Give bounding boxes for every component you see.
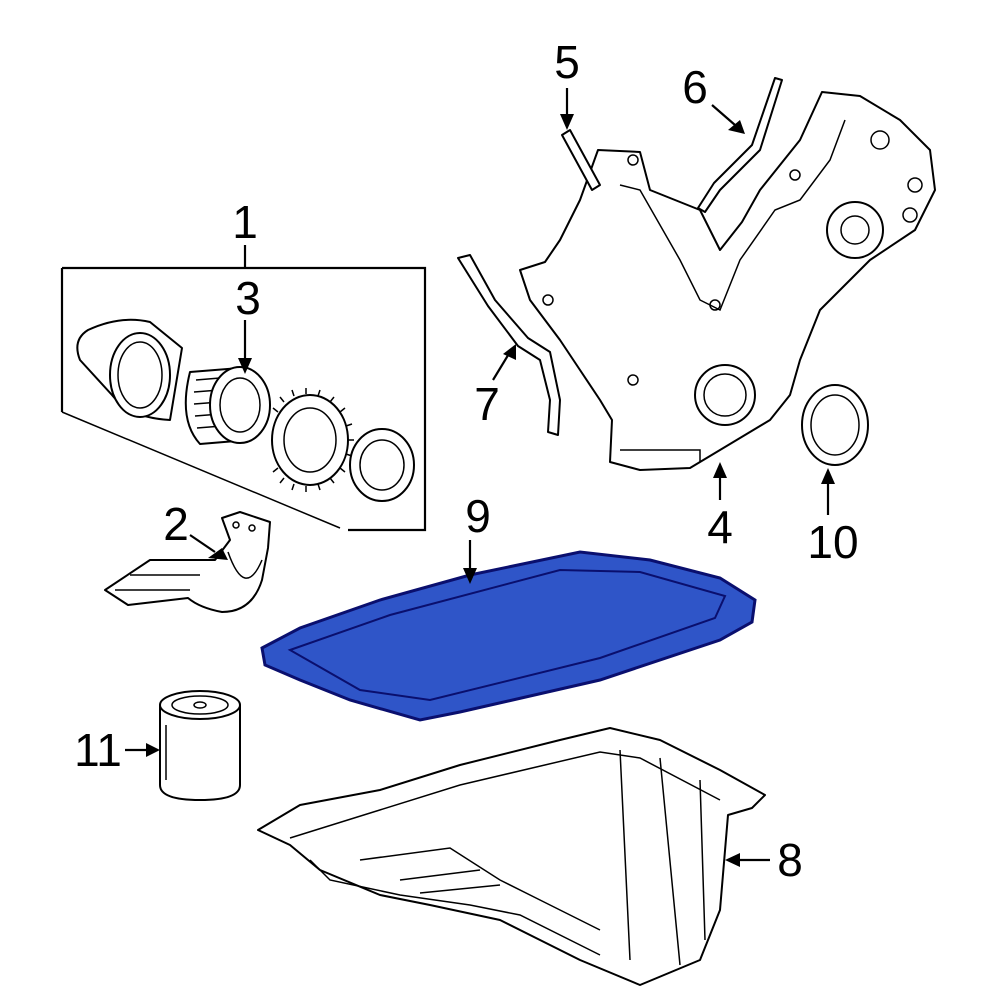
arrow-2 bbox=[189, 534, 216, 553]
callout-4: 4 bbox=[707, 501, 733, 553]
callout-1: 1 bbox=[232, 196, 258, 248]
callout-labels: 1 2 3 4 5 6 7 8 9 10 11 bbox=[74, 36, 858, 886]
callout-7: 7 bbox=[474, 378, 500, 430]
group-1-bracket-diagonal bbox=[61, 411, 341, 529]
part-9-pan-gasket bbox=[260, 550, 757, 722]
gear-ring bbox=[271, 388, 354, 492]
callout-5: 5 bbox=[554, 36, 580, 88]
part-6-gasket bbox=[697, 77, 783, 213]
part-11-oil-filter bbox=[159, 690, 241, 801]
callout-9: 9 bbox=[465, 490, 491, 542]
leader-arrows bbox=[125, 88, 835, 867]
arrow-6 bbox=[711, 104, 736, 126]
group-1-bracket bbox=[60, 266, 427, 532]
pump-housing bbox=[76, 318, 183, 421]
callout-6: 6 bbox=[682, 61, 708, 113]
callout-8: 8 bbox=[777, 834, 803, 886]
part-8-oil-pan bbox=[257, 727, 766, 986]
part-4-timing-cover bbox=[519, 91, 936, 471]
cover-plug bbox=[349, 428, 415, 502]
part-2-bracket bbox=[104, 511, 271, 613]
part-5-dowel bbox=[561, 129, 601, 191]
part-group-1 bbox=[60, 245, 427, 532]
callout-3: 3 bbox=[235, 272, 261, 324]
callout-11: 11 bbox=[74, 724, 122, 776]
filter-element bbox=[184, 366, 271, 445]
part-10-seal bbox=[801, 384, 869, 466]
part-7-gasket bbox=[457, 254, 561, 436]
callout-10: 10 bbox=[807, 516, 858, 568]
arrow-7 bbox=[492, 351, 511, 381]
callout-2: 2 bbox=[163, 498, 189, 550]
